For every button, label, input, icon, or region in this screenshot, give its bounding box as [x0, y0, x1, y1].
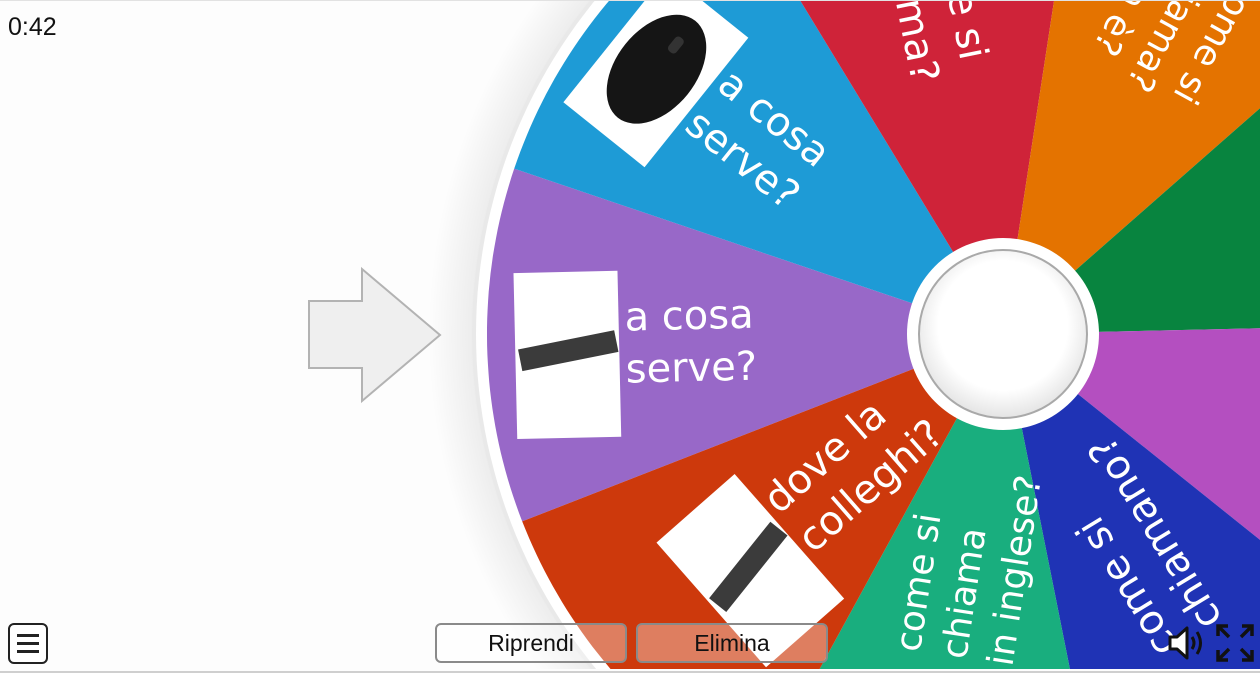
keyboard-icon: [709, 521, 788, 612]
segment-content-inner: a cosaserve?: [513, 270, 758, 440]
wheel-segment: [522, 334, 1003, 669]
menu-icon-bar: [17, 642, 39, 645]
speaker-icon[interactable]: [1166, 623, 1206, 663]
wheel-segment: [1003, 334, 1260, 669]
wheel-segment: [1003, 1, 1260, 334]
menu-icon-bar: [17, 650, 39, 653]
segment-label: a cosaserve?: [624, 292, 758, 393]
resume-button[interactable]: Riprendi: [435, 623, 627, 663]
segment-label-line: serve?: [625, 344, 757, 393]
segment-label-line: a cosa: [624, 292, 754, 341]
arrow-right-icon: [308, 266, 442, 404]
wheel-segment: [1003, 108, 1260, 334]
menu-icon: [17, 634, 39, 637]
segment-content: a cosaserve?: [513, 270, 758, 440]
menu-button[interactable]: [8, 623, 48, 664]
remove-button[interactable]: Elimina: [636, 623, 828, 663]
timer: 0:42: [8, 13, 57, 41]
mouse-wheel: [667, 36, 684, 54]
fullscreen-icon[interactable]: [1215, 623, 1255, 663]
keyboard-icon: [518, 330, 619, 372]
wheel-hub-inner: [918, 249, 1088, 419]
wheel-segments[interactable]: a cosaserve?a cosaserve?come sichiama?co…: [487, 1, 1260, 669]
